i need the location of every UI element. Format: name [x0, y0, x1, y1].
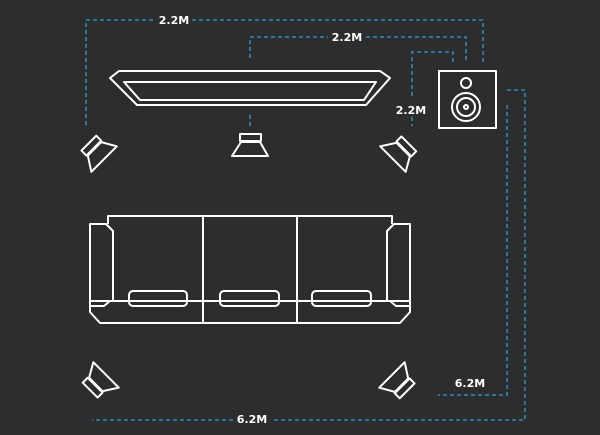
front-left-speaker-icon: [74, 129, 118, 173]
sofa-cushion: [128, 290, 188, 307]
measure-line-rear-left: [92, 89, 526, 421]
measure-lines: [85, 19, 526, 421]
label-center-distance: 2.2M: [332, 31, 362, 44]
label-rear-right-distance: 6.2M: [455, 377, 485, 390]
label-front-right-distance: 2.2M: [396, 104, 426, 117]
sofa-cushion: [311, 290, 372, 307]
subwoofer: [438, 70, 497, 129]
measure-line-rear-right: [438, 105, 508, 396]
label-front-left-distance: 2.2M: [159, 14, 189, 27]
sofa-cushion: [219, 290, 280, 307]
label-rear-left-distance: 6.2M: [237, 413, 267, 426]
sofa: [89, 215, 411, 324]
measure-line-center: [249, 36, 467, 62]
tv: [109, 70, 391, 106]
rear-left-speaker-icon: [76, 361, 120, 405]
rear-right-speaker-icon: [378, 361, 422, 405]
measure-line-front-left: [85, 19, 484, 125]
measure-line-front-right: [411, 51, 454, 126]
front-right-speaker-icon: [379, 129, 423, 173]
center-speaker-icon: [231, 133, 269, 157]
